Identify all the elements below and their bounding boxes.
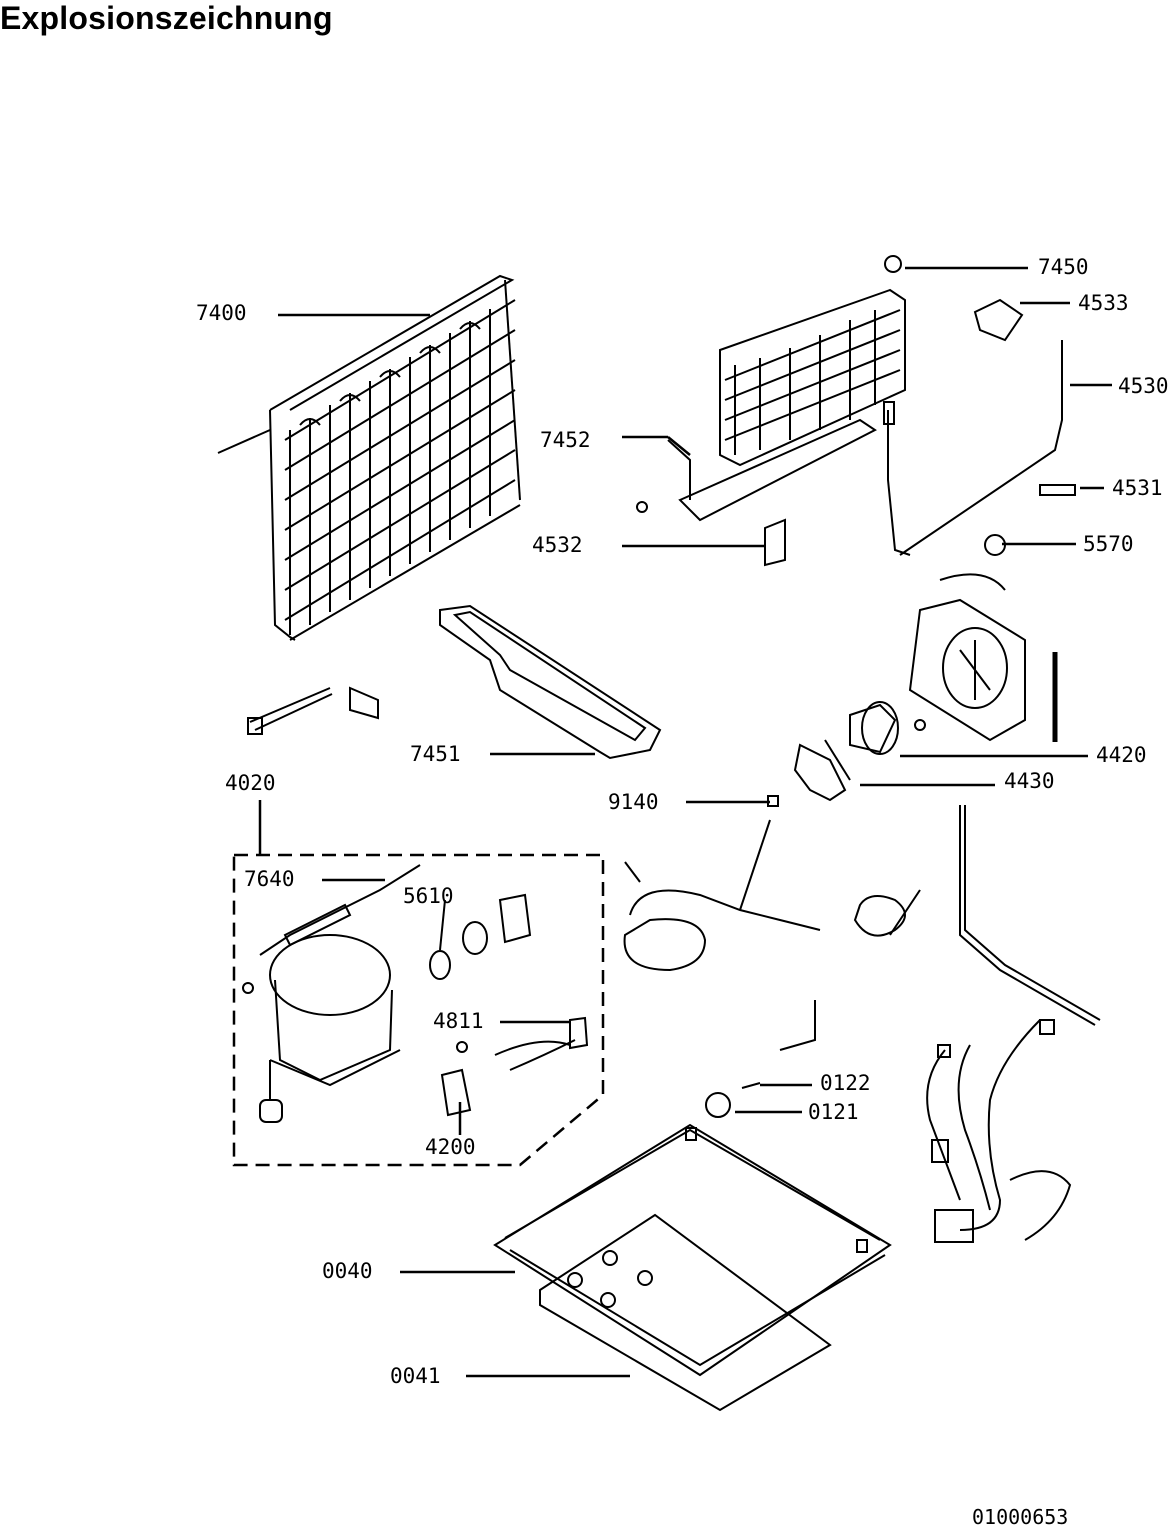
fan-shroud bbox=[910, 600, 1055, 742]
part-label-0041: 0041 bbox=[390, 1364, 441, 1388]
small-parts bbox=[765, 300, 1075, 590]
wire-harness bbox=[927, 1020, 1070, 1242]
part-label-7400: 7400 bbox=[196, 301, 247, 325]
fan-motor-and-blade bbox=[768, 702, 925, 806]
part-label-7451: 7451 bbox=[410, 742, 461, 766]
compressor bbox=[243, 865, 420, 1122]
part-label-4533: 4533 bbox=[1078, 291, 1129, 315]
fastener-parts bbox=[706, 1083, 760, 1117]
base-plate bbox=[495, 1125, 890, 1375]
part-label-4531: 4531 bbox=[1112, 476, 1163, 500]
part-label-7450: 7450 bbox=[1038, 255, 1089, 279]
starter-components bbox=[430, 895, 587, 1115]
part-label-5570: 5570 bbox=[1083, 532, 1134, 556]
part-label-4430: 4430 bbox=[1004, 769, 1055, 793]
part-label-4200: 4200 bbox=[425, 1135, 476, 1159]
part-label-4020: 4020 bbox=[225, 771, 276, 795]
part-label-4530: 4530 bbox=[1118, 374, 1169, 398]
part-label-4811: 4811 bbox=[433, 1009, 484, 1033]
page-title: Explosionszeichnung bbox=[0, 0, 333, 36]
drawing-number: 01000653 bbox=[972, 1505, 1069, 1529]
part-label-4532: 4532 bbox=[532, 533, 583, 557]
bolt-and-bracket bbox=[248, 688, 378, 734]
part-label-9140: 9140 bbox=[608, 790, 659, 814]
drain-tray bbox=[440, 606, 660, 758]
leader-lines bbox=[260, 268, 1112, 1376]
part-label-0040: 0040 bbox=[322, 1259, 373, 1283]
part-label-5610: 5610 bbox=[403, 884, 454, 908]
kit-boundary bbox=[234, 855, 603, 1165]
evaporator-coil bbox=[218, 276, 520, 640]
tubing bbox=[625, 805, 1100, 1050]
part-label-7640: 7640 bbox=[244, 867, 295, 891]
part-label-4420: 4420 bbox=[1096, 743, 1147, 767]
cover-plate bbox=[540, 1215, 830, 1410]
part-label-0122: 0122 bbox=[820, 1071, 871, 1095]
part-label-0121: 0121 bbox=[808, 1100, 859, 1124]
part-label-7452: 7452 bbox=[540, 428, 591, 452]
heater-assembly bbox=[637, 256, 905, 520]
